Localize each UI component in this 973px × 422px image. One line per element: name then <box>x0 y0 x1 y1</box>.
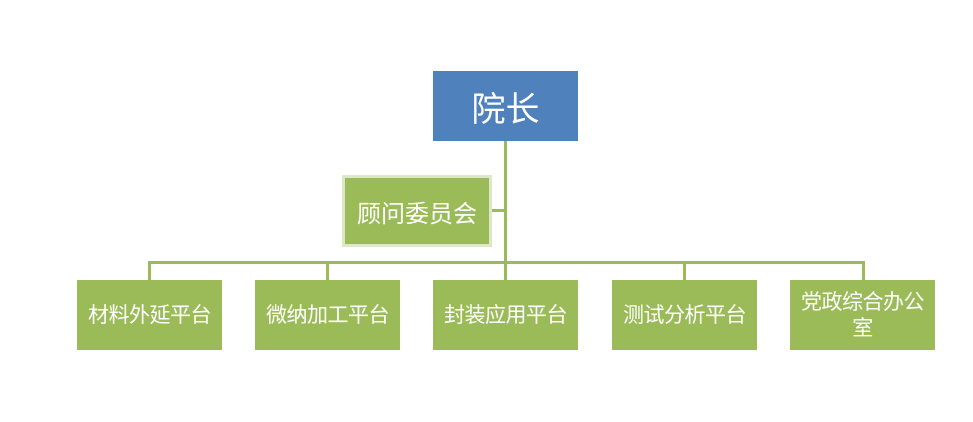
connector-root-trunk <box>504 141 507 263</box>
unit-node-label: 材料外延平台 <box>88 302 212 327</box>
unit-node-1: 材料外延平台 <box>77 280 222 350</box>
unit-node-label: 党政综合办公室 <box>801 289 925 340</box>
unit-node-2: 微纳加工平台 <box>255 280 400 350</box>
connector-advisory-branch <box>492 209 505 212</box>
unit-node-3: 封装应用平台 <box>433 280 578 350</box>
advisory-node: 顾问委员会 <box>342 175 492 247</box>
connector-drop-5 <box>862 261 865 280</box>
connector-drop-1 <box>148 261 151 280</box>
advisory-node-label: 顾问委员会 <box>357 199 477 228</box>
unit-node-label: 封装应用平台 <box>444 302 568 327</box>
connector-drop-4 <box>683 261 686 280</box>
connector-drop-2 <box>326 261 329 280</box>
connector-drop-3 <box>504 261 507 280</box>
root-node: 院长 <box>433 71 578 141</box>
root-node-label: 院长 <box>471 89 540 130</box>
unit-node-label: 测试分析平台 <box>623 302 747 327</box>
unit-node-label: 微纳加工平台 <box>266 302 390 327</box>
unit-node-4: 测试分析平台 <box>612 280 757 350</box>
unit-node-5: 党政综合办公室 <box>790 280 935 350</box>
